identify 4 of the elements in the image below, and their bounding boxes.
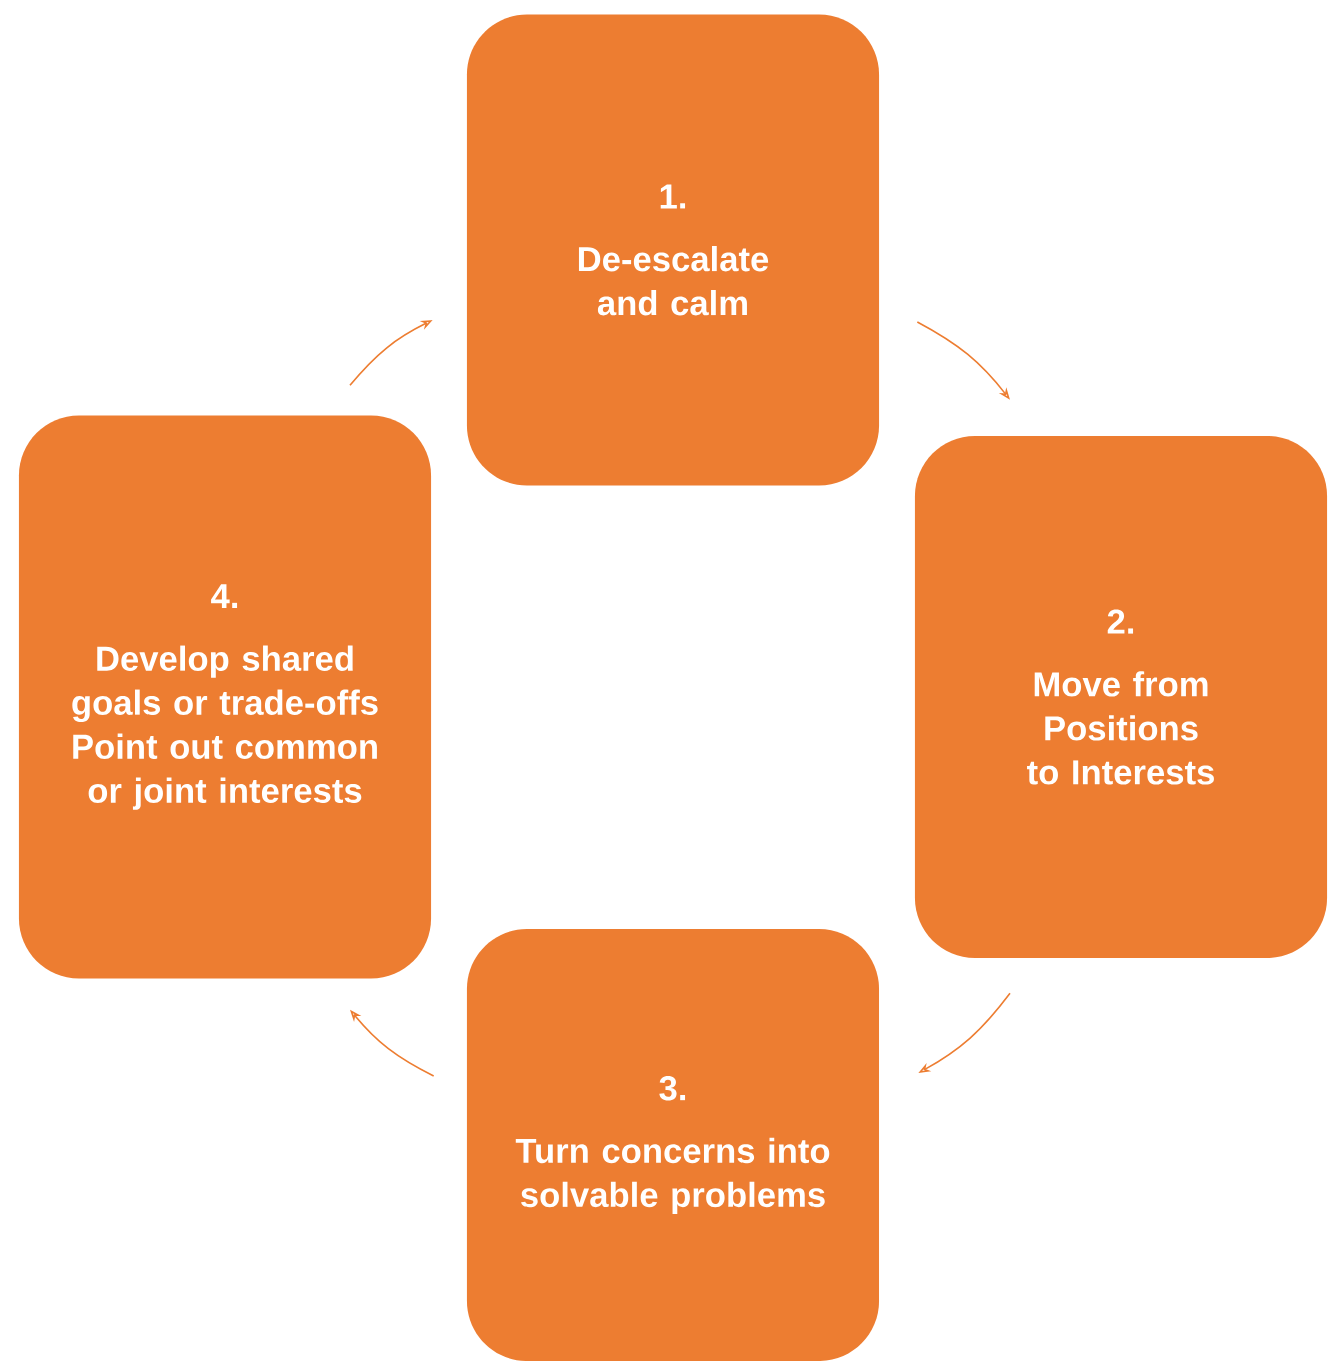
step-box: 1. De-escalate and calm (466, 14, 880, 486)
step-box: 3. Turn concerns into solvable problems (466, 929, 880, 1361)
step-box: 4. Develop shared goals or trade-offs Point out common or joint interests (18, 415, 432, 979)
step-box: 2. Move from Positions to Interests (914, 436, 1328, 958)
